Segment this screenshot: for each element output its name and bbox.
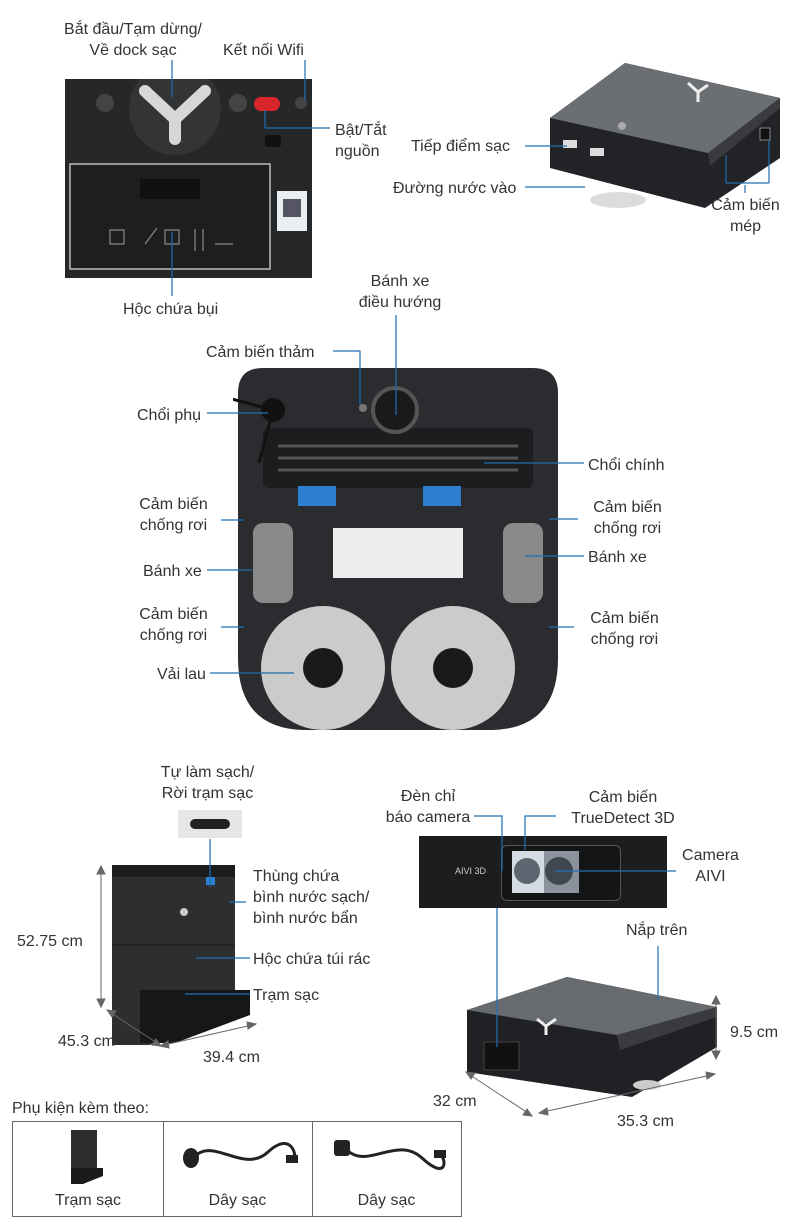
- water-inlet-label: Đường nước vào: [393, 180, 517, 197]
- power-cord-thumbnail: [334, 1140, 446, 1170]
- station-image: [112, 865, 250, 1045]
- power-cord-thumbnail: [183, 1142, 298, 1168]
- side-brush-label: Chổi phụ: [137, 407, 202, 424]
- front-panel-image: AIVI 3D: [419, 836, 667, 908]
- robot-side-view-image: [550, 63, 780, 208]
- robot-height-label: 9.5 cm: [730, 1024, 779, 1041]
- accessory-item: Trạm sạc: [13, 1122, 164, 1216]
- station-thumbnail: [71, 1130, 103, 1184]
- wheel-right-label: Bánh xe: [588, 549, 647, 566]
- charge-contacts-label: Tiếp điểm sạc: [411, 138, 510, 155]
- robot-depth-label: 32 cm: [433, 1093, 477, 1110]
- accessories-table: Trạm sạc Dây sạc Dây sạc: [12, 1121, 462, 1217]
- start-pause-dock-label: Bắt đầu/Tạm dừng/Về dock sạc: [64, 21, 202, 59]
- accessory-item: Dây sạc: [312, 1122, 461, 1216]
- station-height-label: 52.75 cm: [17, 933, 83, 950]
- accessory-label: Trạm sạc: [54, 1192, 122, 1209]
- robot-width-label: 35.3 cm: [617, 1113, 674, 1130]
- top-left-photo: [65, 63, 312, 278]
- accessory-item: Dây sạc: [163, 1122, 313, 1216]
- wifi-label: Kết nối Wifi: [223, 42, 304, 59]
- self-clean-label: Tự làm sạch/Rời trạm sạc: [160, 764, 255, 802]
- top-cover-label: Nắp trên: [626, 922, 688, 939]
- carpet-sensor-label: Cảm biến thảm: [206, 344, 315, 361]
- self-clean-button-image: [178, 810, 242, 838]
- dust-box-label: Hộc chứa bụi: [123, 301, 219, 318]
- station-depth-label: 45.3 cm: [58, 1033, 115, 1050]
- panel-text: AIVI 3D: [455, 866, 487, 876]
- accessory-label: Dây sạc: [208, 1192, 267, 1209]
- robot-top-closeup-image: [69, 63, 307, 270]
- mop-label: Vải lau: [157, 666, 206, 683]
- bag-box-label: Hộc chứa túi rác: [253, 951, 371, 968]
- robot-front-image: [467, 977, 717, 1097]
- wheel-left-label: Bánh xe: [143, 563, 202, 580]
- station-width-label: 39.4 cm: [203, 1049, 260, 1066]
- robot-underside-image: [233, 368, 558, 730]
- accessories-title: Phụ kiện kèm theo:: [12, 1100, 149, 1117]
- accessory-label: Dây sạc: [357, 1192, 416, 1209]
- dock-label: Trạm sạc: [253, 987, 320, 1004]
- main-brush-label: Chổi chính: [588, 457, 665, 474]
